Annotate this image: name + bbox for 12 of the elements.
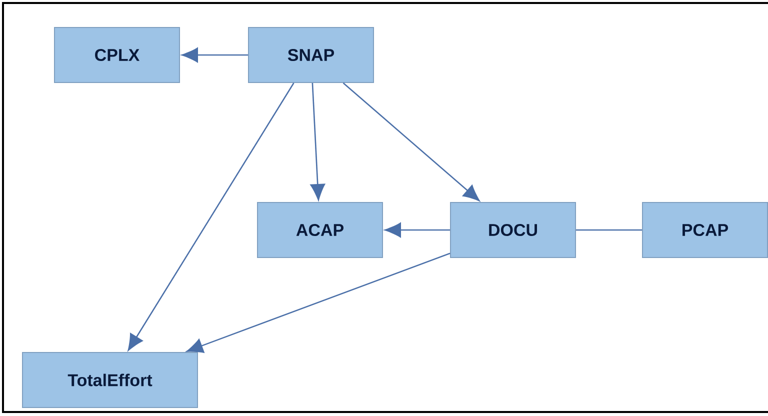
process-box: CPLX <box>54 27 180 83</box>
arrow <box>182 48 248 62</box>
process-box: DOCU <box>450 202 576 258</box>
arrow <box>310 82 326 200</box>
process-box: PCAP <box>642 202 768 258</box>
arrow <box>342 82 480 202</box>
process-box: SNAP <box>248 27 374 83</box>
arrow <box>384 222 450 238</box>
process-box: ACAP <box>257 202 383 258</box>
arrow <box>186 252 450 353</box>
arrow <box>128 82 294 351</box>
process-box: TotalEffort <box>22 352 198 408</box>
